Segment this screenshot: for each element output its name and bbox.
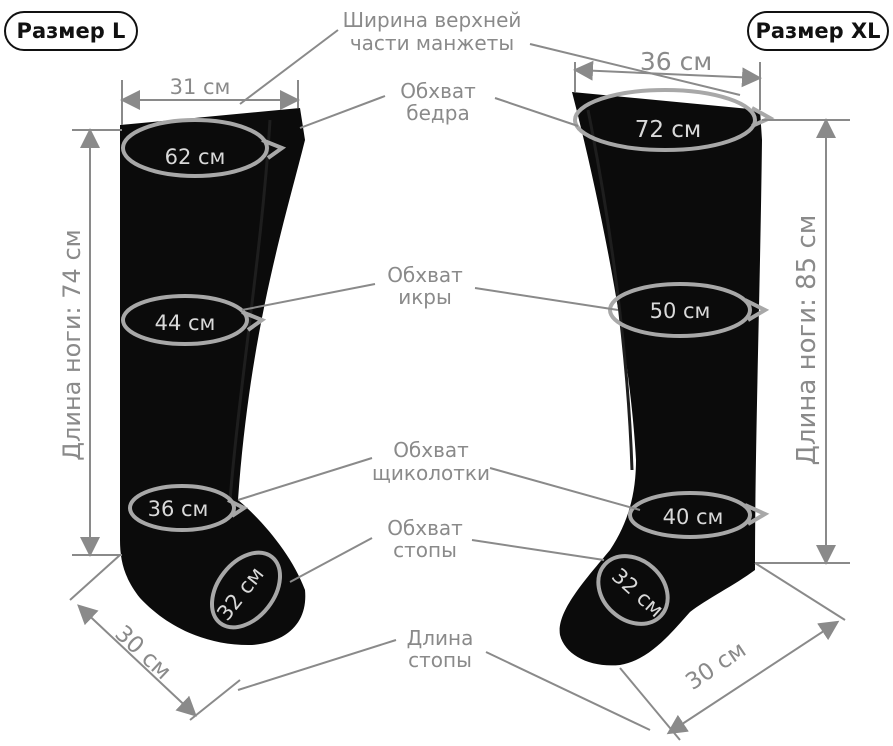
label-cuff-width-1: Ширина верхней bbox=[343, 8, 522, 32]
leg-length-l: Длина ноги: 74 см bbox=[58, 229, 86, 460]
label-ankle-1: Обхват bbox=[393, 438, 469, 462]
label-foot-length-2: стопы bbox=[408, 648, 472, 672]
top-width-l: 31 см bbox=[170, 75, 231, 99]
ankle-value-xl: 40 см bbox=[663, 505, 724, 529]
label-thigh-1: Обхват bbox=[400, 79, 476, 103]
label-foot-2: стопы bbox=[393, 538, 457, 562]
leg-length-xl: Длина ноги: 85 см bbox=[792, 215, 822, 466]
label-calf-1: Обхват bbox=[387, 263, 463, 287]
label-calf-2: икры bbox=[398, 285, 452, 309]
top-width-xl: 36 см bbox=[640, 47, 712, 76]
calf-value-l: 44 см bbox=[155, 311, 216, 335]
label-cuff-width-2: части манжеты bbox=[350, 31, 514, 55]
thigh-value-l: 62 см bbox=[165, 145, 226, 169]
size-l-badge bbox=[4, 11, 138, 51]
label-foot-1: Обхват bbox=[387, 516, 463, 540]
calf-value-xl: 50 см bbox=[650, 299, 711, 323]
label-foot-length-1: Длина bbox=[407, 626, 474, 650]
ankle-value-l: 36 см bbox=[148, 497, 209, 521]
size-xl-badge bbox=[747, 11, 889, 51]
label-thigh-2: бедра bbox=[406, 101, 469, 125]
label-ankle-2: щиколотки bbox=[372, 461, 490, 485]
size-xl-badge-label: Размер XL bbox=[755, 19, 880, 43]
foot-length-l: 30 см bbox=[110, 621, 176, 685]
thigh-value-xl: 72 см bbox=[635, 117, 702, 143]
size-l-badge-label: Размер L bbox=[17, 19, 126, 43]
